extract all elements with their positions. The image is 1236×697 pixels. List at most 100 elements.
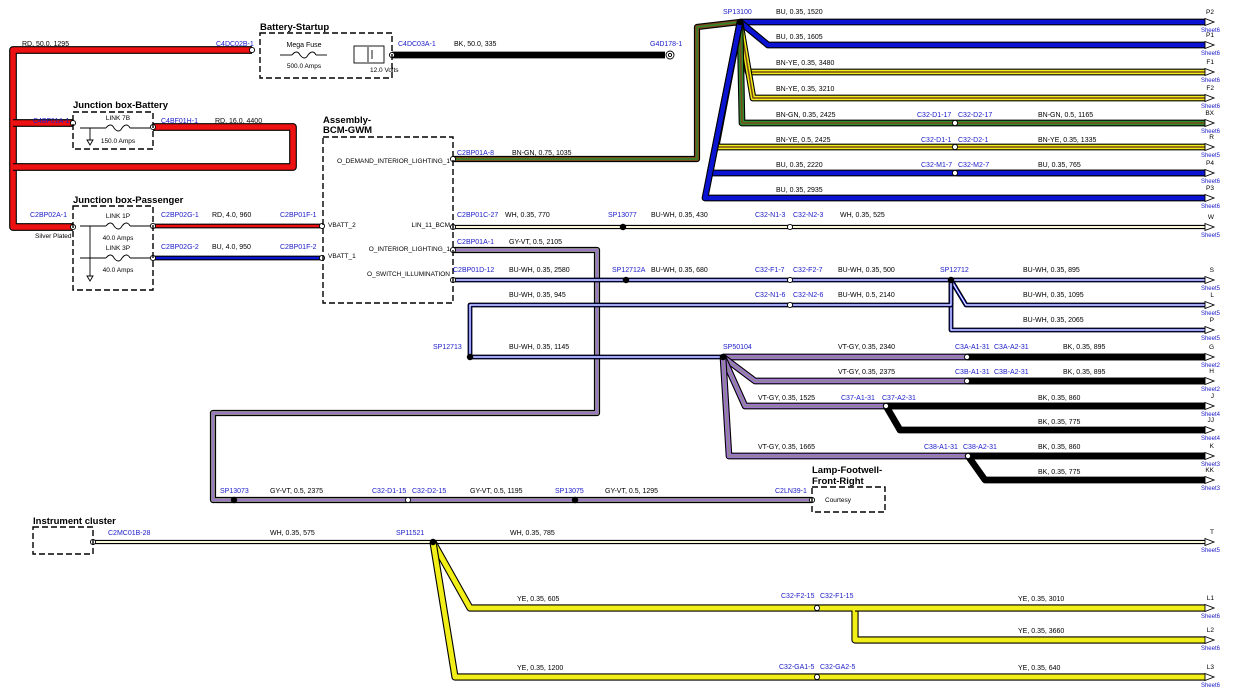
connector-pin-0 <box>248 46 256 54</box>
bcm-pin-O_SWITCH_ILLUMINATION: O_SWITCH_ILLUMINATION <box>367 271 450 278</box>
destination-arrow-K <box>1204 451 1216 461</box>
link-7b-rating: 150.0 Amps <box>101 138 136 145</box>
sheet-reference-2: Sheet6 <box>1201 78 1221 84</box>
connector-pin-17 <box>786 276 794 284</box>
connector-label-C3A-A1-31: C3A-A1-31 <box>955 344 990 351</box>
sheet-reference-10: Sheet5 <box>1201 311 1221 317</box>
wire-6-stripe <box>453 21 741 160</box>
connector-label-C32-D1-17: C32-D1-17 <box>917 112 951 119</box>
bcm-pin-O_DEMAND_INTERIOR_LIGHTING_1: O_DEMAND_INTERIOR_LIGHTING_1 <box>337 158 450 165</box>
sheet-reference-11: Sheet5 <box>1201 336 1221 342</box>
sheet-reference-1: Sheet6 <box>1201 51 1221 57</box>
connector-label-C3A-A2-31: C3A-A2-31 <box>994 344 1029 351</box>
battery-startup-box <box>259 32 393 79</box>
connector-label-C32-D1-15: C32-D1-15 <box>372 488 406 495</box>
connector-label-SP12713: SP12713 <box>433 344 462 351</box>
connector-label-C2BP01F-2: C2BP01F-2 <box>280 244 317 251</box>
wire-24 <box>884 404 1205 433</box>
connector-label-C2BP01F-1: C2BP01F-1 <box>280 212 317 219</box>
splice-dot-5 <box>719 353 727 361</box>
wire-label-45: YE, 0.35, 605 <box>517 596 560 603</box>
connector-pin-8 <box>318 254 326 262</box>
destination-label-P3: P3 <box>1206 185 1214 192</box>
ground-icon <box>665 50 675 60</box>
connector-label-C32-N1-6: C32-N1-6 <box>755 292 785 299</box>
sheet-reference-17: Sheet3 <box>1201 486 1221 492</box>
bcm-pin-VBATT_1: VBATT_1 <box>328 253 356 260</box>
connector-label-C4BF01A-1: C4BF01A-1 <box>33 118 70 125</box>
connector-label-SP12712A: SP12712A <box>612 267 646 274</box>
destination-label-L2: L2 <box>1207 627 1215 634</box>
connector-label-C32-F1-15: C32-F1-15 <box>820 593 854 600</box>
bcm-pin-O_INTERIOR_LIGHTING_1: O_INTERIOR_LIGHTING_1 <box>369 246 451 253</box>
connector-label-SP12712: SP12712 <box>940 267 969 274</box>
connector-label-C32-D1-1: C32-D1-1 <box>921 137 951 144</box>
connector-label-SP13100: SP13100 <box>723 9 752 16</box>
bcm-box <box>322 136 454 304</box>
connector-label-C32-F2-15: C32-F2-15 <box>781 593 815 600</box>
splice-dot-0 <box>736 18 744 26</box>
destination-arrow-F2 <box>1204 93 1216 103</box>
sheet-reference-20: Sheet6 <box>1201 646 1221 652</box>
wire-label-48: YE, 0.35, 1200 <box>517 665 563 672</box>
wire-26-outline <box>965 454 1205 484</box>
wire-label-26: BN-YE, 0.35, 1335 <box>1038 137 1096 144</box>
destination-label-L3: L3 <box>1207 664 1215 671</box>
destination-label-W: W <box>1208 214 1215 221</box>
mega-fuse-rating: 500.0 Amps <box>287 63 322 70</box>
connector-pin-22 <box>964 452 972 460</box>
wire-label-37: VT-GY, 0.35, 1665 <box>758 444 815 451</box>
connector-label-SP13075: SP13075 <box>555 488 584 495</box>
destination-label-BX: BX <box>1205 110 1214 117</box>
wire-0 <box>10 47 252 230</box>
connector-label-C32-GA2-5: C32-GA2-5 <box>820 664 856 671</box>
destination-label-H: H <box>1209 368 1214 375</box>
destination-arrow-P3 <box>1204 193 1216 203</box>
destination-arrow-G <box>1204 352 1216 362</box>
splice-dot-6 <box>230 496 238 504</box>
wire-label-49: YE, 0.35, 640 <box>1018 665 1061 672</box>
sheet-reference-8: Sheet5 <box>1201 233 1221 239</box>
connector-label-C2BP02A-1: C2BP02A-1 <box>30 212 67 219</box>
destination-label-P: P <box>1210 317 1214 324</box>
connector-label-C38-A2-31: C38-A2-31 <box>963 444 997 451</box>
wire-label-44: WH, 0.35, 785 <box>510 530 555 537</box>
splice-dot-7 <box>571 496 579 504</box>
destination-label-P2: P2 <box>1206 9 1214 16</box>
connector-label-C4BF01H-1: C4BF01H-1 <box>161 118 198 125</box>
destination-arrow-J <box>1204 401 1216 411</box>
wire-label-13: BU-WH, 0.35, 895 <box>1023 267 1080 274</box>
destination-label-L: L <box>1210 292 1214 299</box>
destination-arrow-L2 <box>1204 635 1216 645</box>
connector-label-C2BP01A-8: C2BP01A-8 <box>457 150 494 157</box>
sheet-reference-14: Sheet4 <box>1201 412 1221 418</box>
destination-label-F2: F2 <box>1206 85 1214 92</box>
connector-pin-26 <box>813 604 821 612</box>
destination-label-T: T <box>1210 529 1214 536</box>
wire-label-40: GY-VT, 0.5, 2375 <box>270 488 323 495</box>
wire-14 <box>738 20 1205 48</box>
cluster-box <box>32 526 94 555</box>
destination-arrow-L3 <box>1204 672 1216 682</box>
bcm-pin-VBATT_2: VBATT_2 <box>328 222 356 229</box>
wire-label-32: VT-GY, 0.35, 2375 <box>838 369 895 376</box>
battery-voltage: 12.0 Volts <box>370 67 399 74</box>
destination-label-G: G <box>1209 344 1214 351</box>
splice-dot-8 <box>429 538 437 546</box>
link-3p-icon <box>80 226 150 282</box>
lamp-inner-label: Courtesy <box>825 497 852 504</box>
destination-label-F1: F1 <box>1206 59 1214 66</box>
wire-label-1: BK, 50.0, 335 <box>454 41 497 48</box>
connector-pin-27 <box>813 673 821 681</box>
link-7b-icon <box>80 124 150 146</box>
wire-label-19: BU, 0.35, 1520 <box>776 9 823 16</box>
destination-arrow-P2 <box>1204 17 1216 27</box>
connector-label-C32-D2-17: C32-D2-17 <box>958 112 992 119</box>
jb-passenger-title: Junction box-Passenger <box>73 195 184 206</box>
wire-label-14: BU-WH, 0.35, 945 <box>509 292 566 299</box>
sheet-reference-18: Sheet5 <box>1201 548 1221 554</box>
wire-label-16: BU-WH, 0.35, 1095 <box>1023 292 1084 299</box>
connector-label-SP50104: SP50104 <box>723 344 752 351</box>
wire-label-8: WH, 0.35, 525 <box>840 212 885 219</box>
wire-label-17: BU-WH, 0.35, 2065 <box>1023 317 1084 324</box>
